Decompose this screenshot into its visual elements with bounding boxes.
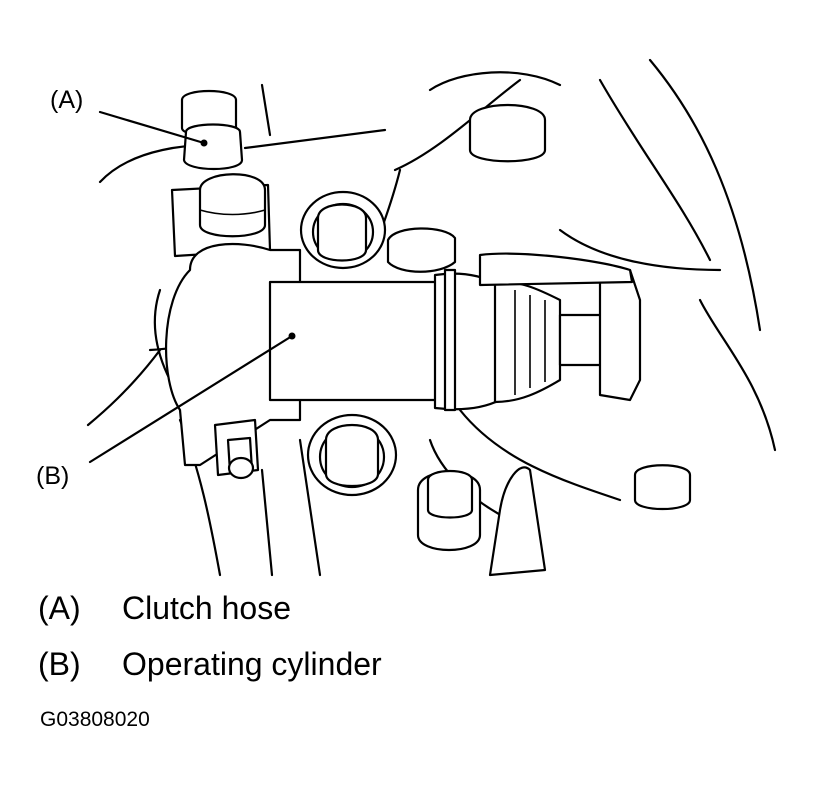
leader-dot-a	[200, 139, 208, 147]
callout-label-b: (B)	[36, 462, 70, 490]
callout-label-a: (A)	[50, 86, 84, 114]
figure-code: G03808020	[40, 708, 150, 731]
legend-text-b: Operating cylinder	[122, 646, 382, 682]
legend-key-b: (B)	[38, 646, 81, 682]
side-bolt	[416, 104, 692, 551]
clutch-hose	[170, 90, 272, 258]
legend-text-a: Clutch hose	[122, 590, 291, 626]
operating-cylinder	[164, 227, 642, 480]
legend-row-a: (A) Clutch hose	[38, 590, 291, 627]
leader-line-a	[98, 110, 206, 145]
legend-row-b: (B) Operating cylinder	[38, 646, 382, 683]
leader-dot-b	[288, 332, 296, 340]
lower-bolt	[306, 413, 398, 497]
diagram-illustration	[86, 58, 777, 577]
upper-bolt	[299, 190, 387, 270]
bleeder-fitting	[488, 466, 547, 577]
legend-key-a: (A)	[38, 590, 81, 626]
leader-line-b	[88, 334, 294, 464]
